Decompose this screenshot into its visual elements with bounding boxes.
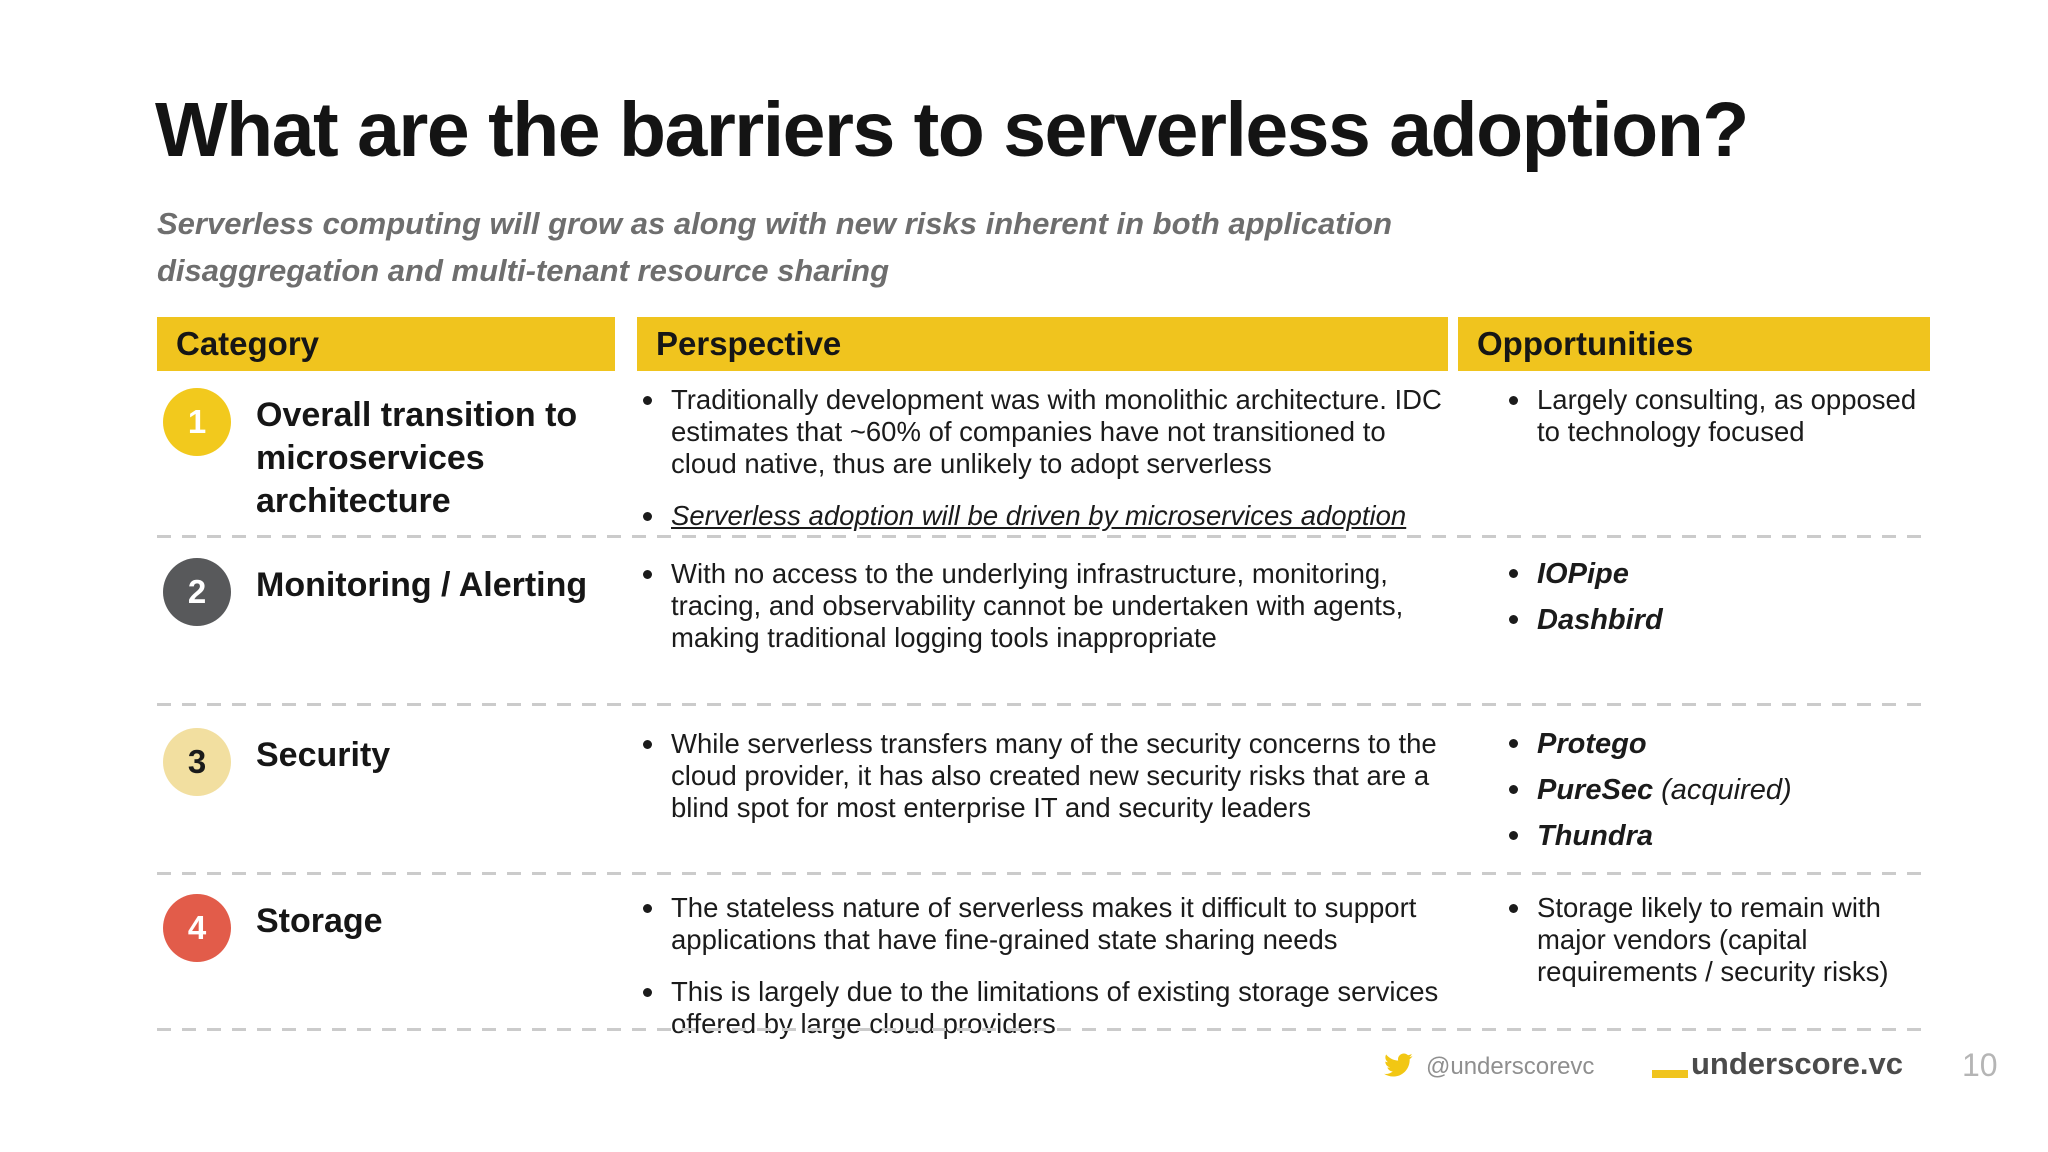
opportunity-company: PureSec: [1537, 774, 1654, 806]
company-logo: underscore.vc: [1652, 1046, 1903, 1082]
column-header-perspective: Perspective: [637, 317, 1448, 371]
opportunities-cell: IOPipe Dashbird: [1458, 558, 1930, 650]
category-label: Storage: [256, 902, 383, 940]
bullet-icon: [643, 570, 652, 579]
perspective-bullet: Serverless adoption will be driven by mi…: [637, 500, 1458, 532]
opportunities-cell: Largely consulting, as opposed to techno…: [1458, 384, 1930, 448]
table-row-1: 1 Overall transition to microservices ar…: [157, 378, 1930, 532]
opportunity-bullet: Thundra: [1503, 820, 1930, 852]
bullet-icon: [643, 988, 652, 997]
bullet-icon: [1509, 904, 1518, 913]
opportunity-bullet: IOPipe: [1503, 558, 1930, 590]
perspective-cell: With no access to the underlying infrast…: [637, 558, 1458, 654]
category-label: Overall transition to microservices arch…: [256, 396, 578, 520]
perspective-bullet: With no access to the underlying infrast…: [637, 558, 1458, 654]
logo-underscore-mark: [1652, 1070, 1688, 1078]
step-badge-3: 3: [163, 728, 231, 796]
bullet-icon: [643, 396, 652, 405]
opportunity-company-status: (acquired): [1653, 774, 1792, 806]
opportunity-company: Dashbird: [1537, 604, 1663, 636]
opportunity-bullet: Protego: [1503, 728, 1930, 760]
column-header-category: Category: [157, 317, 615, 371]
category-cell: 1 Overall transition to microservices ar…: [157, 378, 637, 523]
bullet-icon: [1509, 831, 1518, 840]
step-badge-1: 1: [163, 388, 231, 456]
opportunity-company: Protego: [1537, 728, 1647, 760]
step-badge-2: 2: [163, 558, 231, 626]
opportunity-bullet: Storage likely to remain with major vend…: [1503, 892, 1930, 988]
twitter-handle: @underscorevc: [1426, 1053, 1595, 1080]
opportunities-cell: Storage likely to remain with major vend…: [1458, 892, 1930, 988]
category-cell: 4 Storage: [157, 884, 637, 962]
bullet-icon: [1509, 615, 1518, 624]
page-subtitle: Serverless computing will grow as along …: [157, 200, 1857, 294]
category-label: Security: [256, 736, 391, 774]
bullet-icon: [643, 512, 652, 521]
step-number: 1: [187, 403, 207, 440]
bullet-icon: [643, 740, 652, 749]
step-badge-4: 4: [163, 894, 231, 962]
table-row-4: 4 Storage The stateless nature of server…: [157, 884, 1930, 1040]
logo-text: underscore.vc: [1691, 1046, 1903, 1081]
page-number: 10: [1962, 1047, 1998, 1083]
perspective-text: The stateless nature of serverless makes…: [671, 892, 1417, 955]
opportunity-text: Largely consulting, as opposed to techno…: [1537, 384, 1917, 447]
perspective-text: With no access to the underlying infrast…: [671, 558, 1404, 653]
row-divider: [157, 872, 1930, 875]
opportunity-bullet: PureSec (acquired): [1503, 774, 1930, 806]
row-divider: [157, 703, 1930, 706]
perspective-bullet: Traditionally development was with monol…: [637, 384, 1458, 480]
table-row-3: 3 Security While serverless transfers ma…: [157, 718, 1930, 866]
opportunity-bullet: Dashbird: [1503, 604, 1930, 636]
perspective-cell: While serverless transfers many of the s…: [637, 728, 1458, 824]
column-header-opportunities: Opportunities: [1458, 317, 1930, 371]
perspective-text: While serverless transfers many of the s…: [671, 728, 1437, 823]
subtitle-line-2: disaggregation and multi-tenant resource…: [157, 253, 890, 288]
perspective-bullet: The stateless nature of serverless makes…: [637, 892, 1458, 956]
twitter-icon: [1384, 1053, 1413, 1077]
opportunity-company: IOPipe: [1537, 558, 1629, 590]
perspective-bullet: This is largely due to the limitations o…: [637, 976, 1458, 1040]
opportunity-company: Thundra: [1537, 820, 1653, 852]
perspective-text-emphasized: Serverless adoption will be driven by mi…: [671, 500, 1407, 531]
category-cell: 2 Monitoring / Alerting: [157, 548, 637, 626]
category-label: Monitoring / Alerting: [256, 566, 588, 604]
subtitle-line-1: Serverless computing will grow as along …: [157, 206, 1393, 241]
step-number: 4: [187, 909, 207, 946]
step-number: 3: [187, 743, 207, 780]
perspective-text: Traditionally development was with monol…: [671, 384, 1442, 479]
bullet-icon: [1509, 739, 1518, 748]
step-number: 2: [187, 573, 207, 610]
row-divider: [157, 1028, 1930, 1031]
perspective-text: This is largely due to the limitations o…: [671, 976, 1439, 1039]
opportunity-text: Storage likely to remain with major vend…: [1537, 892, 1889, 987]
bullet-icon: [643, 904, 652, 913]
opportunities-cell: Protego PureSec (acquired) Thundra: [1458, 728, 1930, 866]
perspective-cell: The stateless nature of serverless makes…: [637, 892, 1458, 1040]
page-title: What are the barriers to serverless adop…: [155, 87, 1749, 173]
bullet-icon: [1509, 785, 1518, 794]
perspective-bullet: While serverless transfers many of the s…: [637, 728, 1458, 824]
table-row-2: 2 Monitoring / Alerting With no access t…: [157, 548, 1930, 654]
row-divider: [157, 535, 1930, 538]
opportunity-bullet: Largely consulting, as opposed to techno…: [1503, 384, 1930, 448]
perspective-cell: Traditionally development was with monol…: [637, 384, 1458, 532]
bullet-icon: [1509, 569, 1518, 578]
category-cell: 3 Security: [157, 718, 637, 796]
bullet-icon: [1509, 396, 1518, 405]
